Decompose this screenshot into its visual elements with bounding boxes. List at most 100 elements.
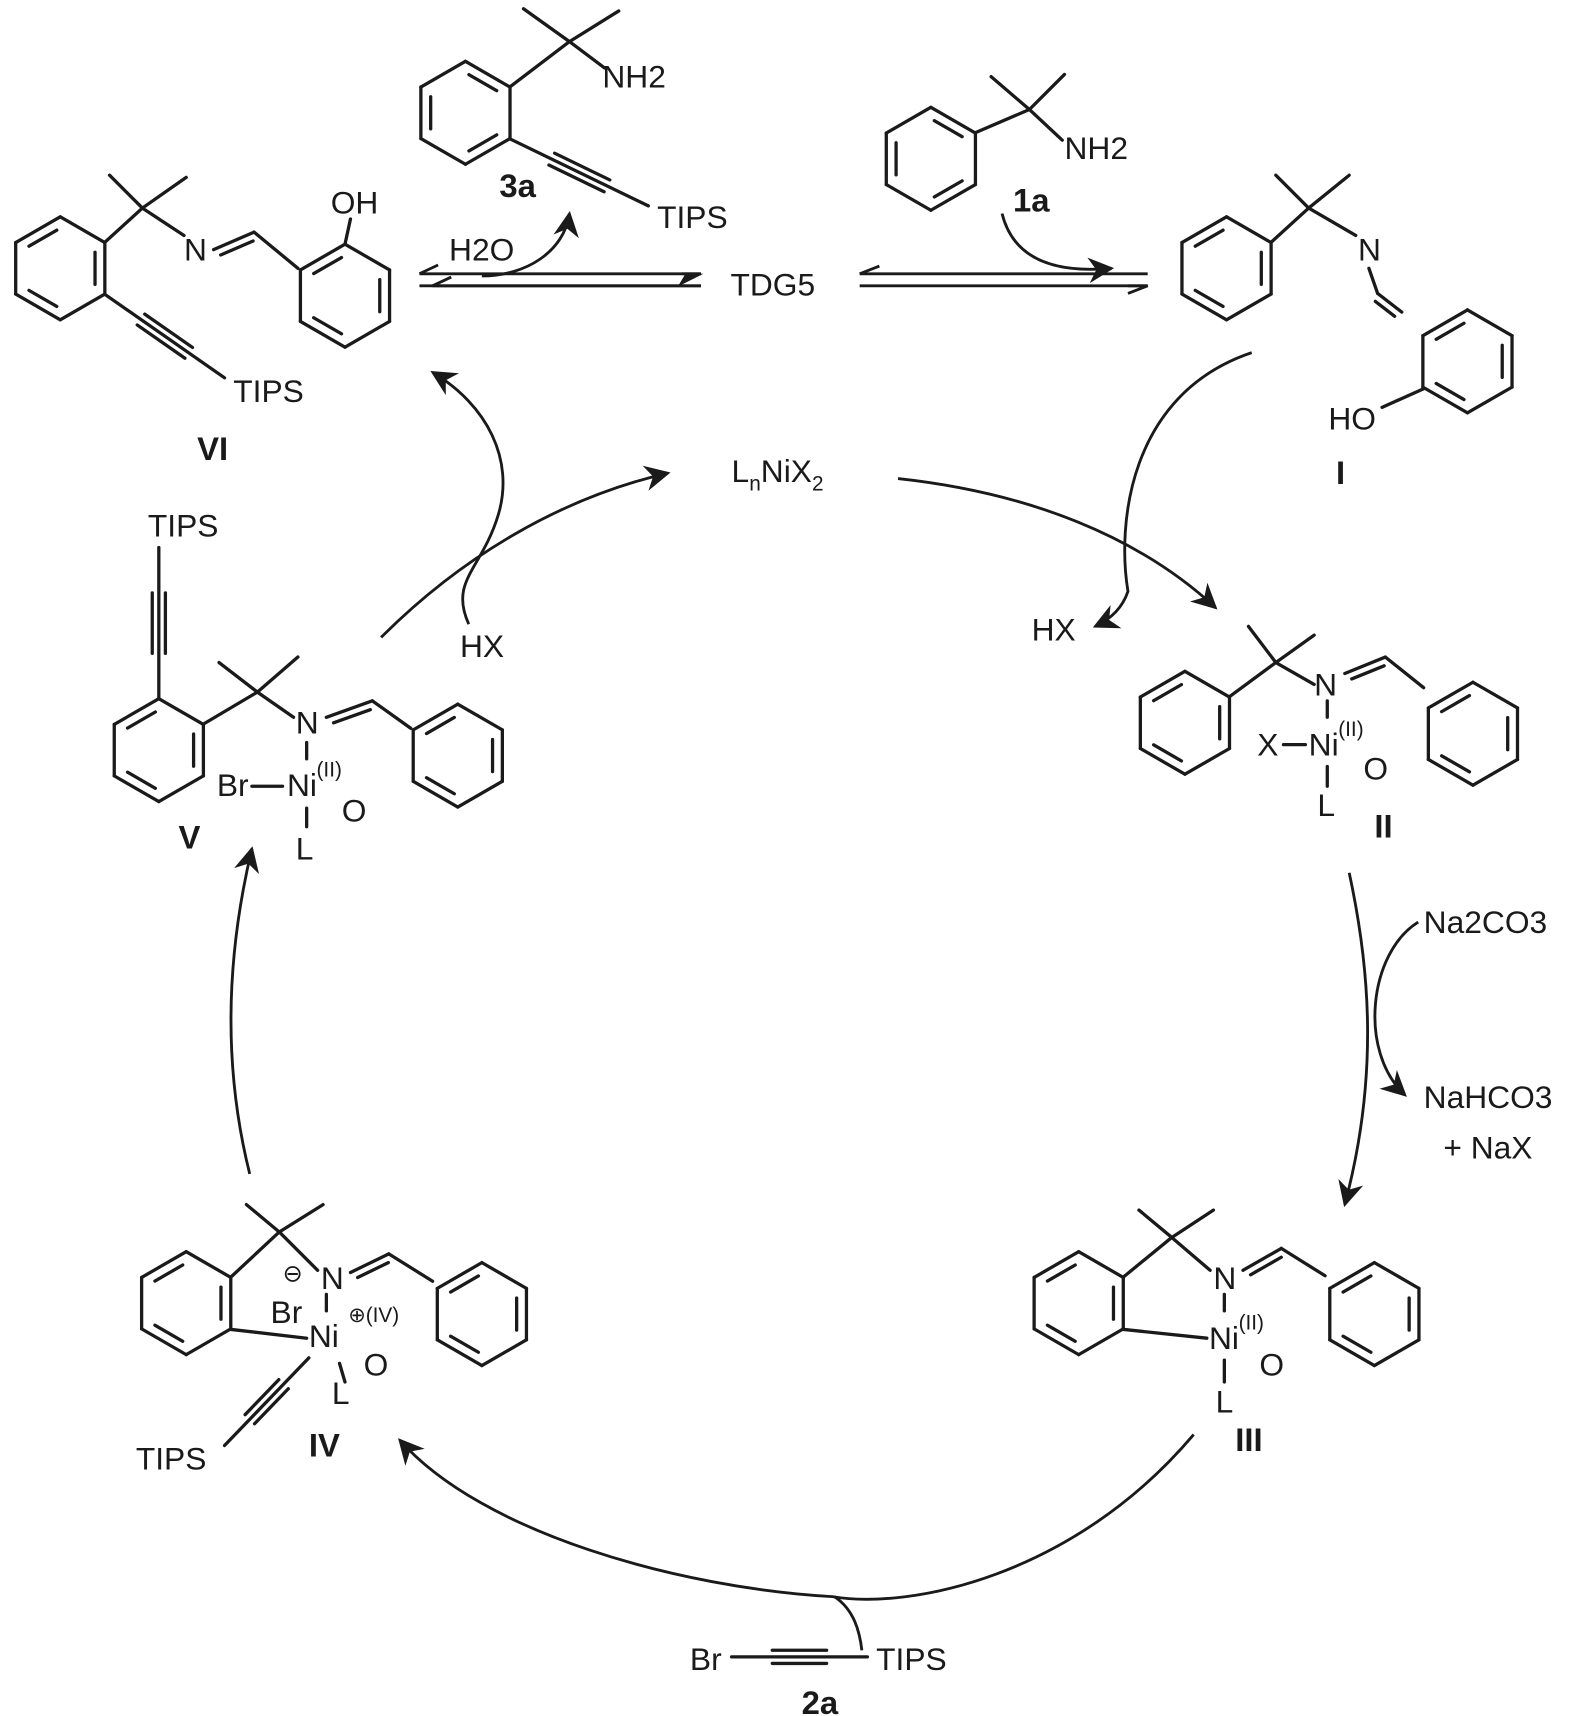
2a-br: Br <box>690 1641 722 1677</box>
bond <box>424 776 456 796</box>
I-ho: HO <box>1328 400 1376 436</box>
bond <box>456 702 505 732</box>
II-ox: (II) <box>1338 718 1363 741</box>
bond <box>153 1323 185 1343</box>
bond <box>567 9 621 44</box>
byproduct1-label: NaHCO3 <box>1424 1079 1553 1115</box>
IV-l: L <box>332 1375 350 1411</box>
bond <box>1045 1323 1077 1343</box>
2a-label: 2a <box>802 1684 839 1716</box>
I-n: N <box>1358 232 1381 268</box>
bond <box>1439 693 1472 714</box>
bond <box>229 1230 281 1279</box>
bond <box>1274 173 1311 210</box>
tdg5-label: TDG5 <box>730 267 815 303</box>
bond <box>1027 72 1067 112</box>
bond <box>356 1260 390 1280</box>
bond <box>1307 206 1358 238</box>
bond <box>1269 206 1311 244</box>
bond <box>1372 1260 1421 1291</box>
bond <box>1367 266 1380 296</box>
bond <box>508 39 572 89</box>
III-ni: Ni <box>1209 1320 1239 1356</box>
bond <box>1183 746 1232 776</box>
bond <box>1434 321 1466 341</box>
bond <box>1328 1338 1377 1368</box>
bond <box>1183 669 1232 699</box>
bond <box>1279 1246 1327 1278</box>
V-o: O <box>342 792 367 828</box>
III-ox: (II) <box>1239 1311 1264 1334</box>
I-label: I <box>1336 454 1345 491</box>
bond <box>1045 1263 1077 1283</box>
bond <box>989 75 1032 112</box>
bond <box>58 292 107 322</box>
bond <box>1241 1246 1283 1272</box>
III-l: L <box>1216 1384 1234 1420</box>
bond <box>219 239 255 257</box>
bond <box>1248 1255 1283 1277</box>
bond <box>1465 385 1514 415</box>
bond <box>521 7 572 44</box>
bond <box>463 59 512 89</box>
bond <box>125 710 157 730</box>
bond <box>1027 107 1064 142</box>
II-x: X <box>1257 727 1278 763</box>
bond <box>567 39 607 70</box>
bond <box>1471 680 1520 710</box>
bond <box>1170 1208 1216 1240</box>
bond <box>112 774 161 804</box>
VI-tips: TIPS <box>233 373 304 409</box>
III-label: III <box>1235 1421 1262 1458</box>
V-ox: (II) <box>317 758 342 781</box>
bond <box>324 699 375 719</box>
bond <box>1138 669 1187 699</box>
bond <box>252 1387 290 1426</box>
bond <box>1121 1235 1174 1279</box>
IV-n: N <box>321 1260 344 1296</box>
bond <box>135 323 187 360</box>
bond <box>1180 215 1229 245</box>
bond <box>312 255 344 276</box>
bond <box>1077 1327 1125 1357</box>
bond <box>255 690 296 719</box>
III-n: N <box>1213 1260 1236 1296</box>
bond <box>1380 387 1426 410</box>
bond <box>1307 173 1351 210</box>
V-n: N <box>296 705 319 741</box>
VI-oh: OH <box>331 185 379 221</box>
bond <box>1193 288 1225 309</box>
V-ni: Ni <box>287 767 317 803</box>
bond <box>312 316 344 336</box>
IV-minus: ⊖ <box>283 1260 303 1287</box>
II-ni: Ni <box>1309 727 1339 763</box>
bond <box>456 779 505 809</box>
bond <box>211 230 256 252</box>
bond <box>1426 757 1475 787</box>
IV-label: IV <box>309 1426 340 1463</box>
bond <box>552 151 612 182</box>
bond <box>1383 655 1426 690</box>
II-label: II <box>1374 808 1392 845</box>
bond <box>1426 680 1475 710</box>
bond <box>14 292 62 322</box>
bond <box>1121 1327 1209 1340</box>
bond <box>448 1274 481 1294</box>
1a-nh2: NH2 <box>1064 130 1128 166</box>
bond <box>1341 1334 1373 1354</box>
2a-tips: TIPS <box>876 1641 947 1677</box>
bond <box>1138 746 1187 776</box>
VI-n: N <box>184 232 207 268</box>
bond <box>1343 655 1387 676</box>
bond <box>1228 660 1278 699</box>
bond <box>153 1263 185 1283</box>
IV-br: Br <box>271 1294 303 1330</box>
bond <box>435 1338 484 1368</box>
bond <box>1224 292 1273 322</box>
bond <box>1434 381 1466 402</box>
II-l: L <box>1317 787 1335 823</box>
bond <box>1032 1327 1081 1357</box>
benzene-rings <box>14 59 1520 1368</box>
bond <box>1421 385 1470 415</box>
